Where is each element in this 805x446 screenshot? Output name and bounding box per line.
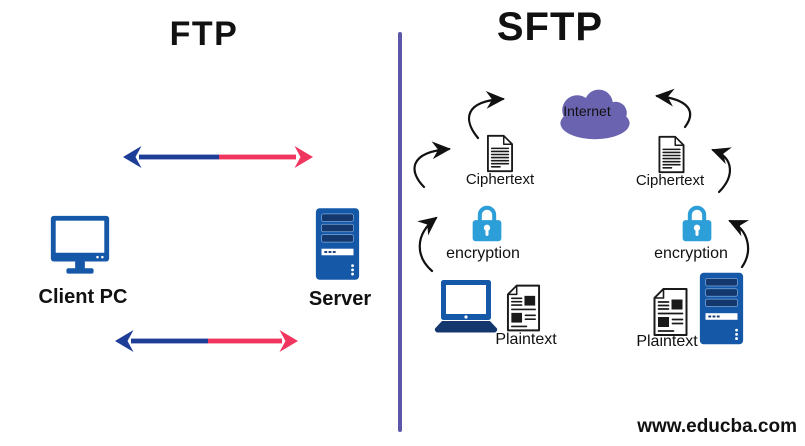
sftp-server-icon <box>698 270 745 347</box>
ftp-title: FTP <box>169 15 239 53</box>
arrow-server-to-encryption <box>728 219 750 269</box>
internet-label: Internet <box>563 103 611 119</box>
encryption-left-label: encryption <box>446 245 520 262</box>
internet-cloud-icon <box>560 89 630 140</box>
arrow-laptop-to-encryption <box>417 216 438 273</box>
ciphertext-right-label: Ciphertext <box>635 172 705 189</box>
section-divider <box>398 32 402 432</box>
ftp-server-icon <box>314 205 361 283</box>
plaintext-document-right-icon <box>652 287 689 337</box>
arrow-encryption-to-ciphertext-right <box>711 147 732 194</box>
arrow-ciphertext-to-internet-left <box>467 90 505 140</box>
ciphertext-document-left-icon <box>486 134 514 173</box>
sftp-title: SFTP <box>496 5 604 49</box>
arrow-encryption-to-ciphertext-left <box>413 141 451 189</box>
ciphertext-left-label: Ciphertext <box>465 171 535 188</box>
ftp-bottom-bidirectional-arrow <box>115 330 298 352</box>
ftp-top-bidirectional-arrow <box>123 146 313 168</box>
ftp-server-label: Server <box>308 288 372 310</box>
plaintext-right-label: Plaintext <box>636 333 698 350</box>
client-pc-icon <box>50 215 110 274</box>
encryption-lock-left-icon <box>468 202 506 246</box>
arrow-ciphertext-to-internet-right <box>655 88 692 129</box>
encryption-right-label: encryption <box>654 245 728 262</box>
watermark-text: www.educba.com <box>637 416 797 437</box>
ciphertext-document-right-icon <box>657 135 686 174</box>
encryption-lock-right-icon <box>678 202 716 246</box>
plaintext-left-label: Plaintext <box>495 331 557 348</box>
client-pc-label: Client PC <box>38 286 128 308</box>
plaintext-document-left-icon <box>506 283 541 333</box>
client-laptop-icon <box>434 280 498 333</box>
